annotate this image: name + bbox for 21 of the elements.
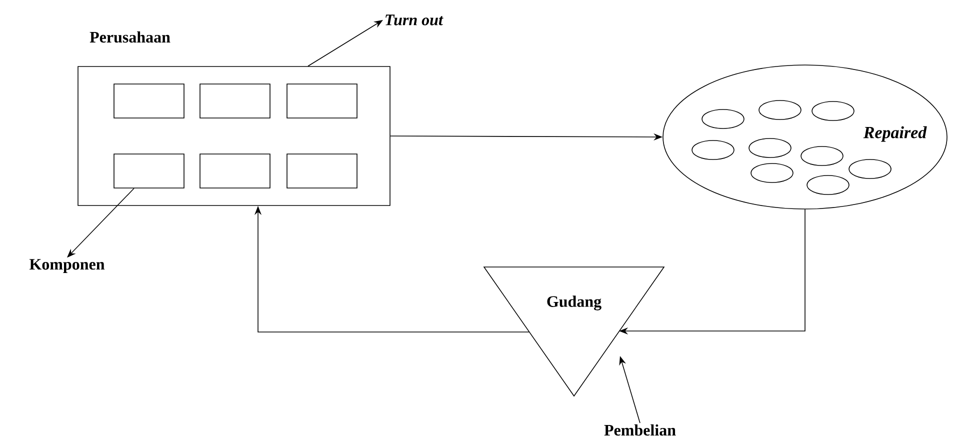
small-oval bbox=[800, 146, 844, 166]
small-box bbox=[200, 84, 270, 118]
small-oval bbox=[848, 159, 892, 179]
rectangle-box: Perusahaan bbox=[78, 31, 390, 206]
text-label: Turn out bbox=[386, 14, 444, 26]
small-oval bbox=[812, 101, 854, 121]
small-oval bbox=[750, 163, 794, 183]
small-box bbox=[286, 154, 358, 188]
small-oval bbox=[702, 109, 744, 129]
small-oval bbox=[748, 138, 792, 158]
small-oval bbox=[758, 100, 802, 120]
small-box bbox=[286, 84, 358, 118]
oval-area: Repaired bbox=[662, 64, 948, 210]
small-box bbox=[200, 154, 270, 188]
small-oval bbox=[806, 175, 850, 195]
text-label: Pembelian bbox=[604, 424, 676, 436]
small-oval bbox=[692, 140, 734, 160]
small-box bbox=[114, 84, 184, 118]
node-label: Perusahaan bbox=[90, 31, 170, 43]
small-box bbox=[114, 154, 184, 188]
text-label: Komponen bbox=[29, 259, 105, 273]
